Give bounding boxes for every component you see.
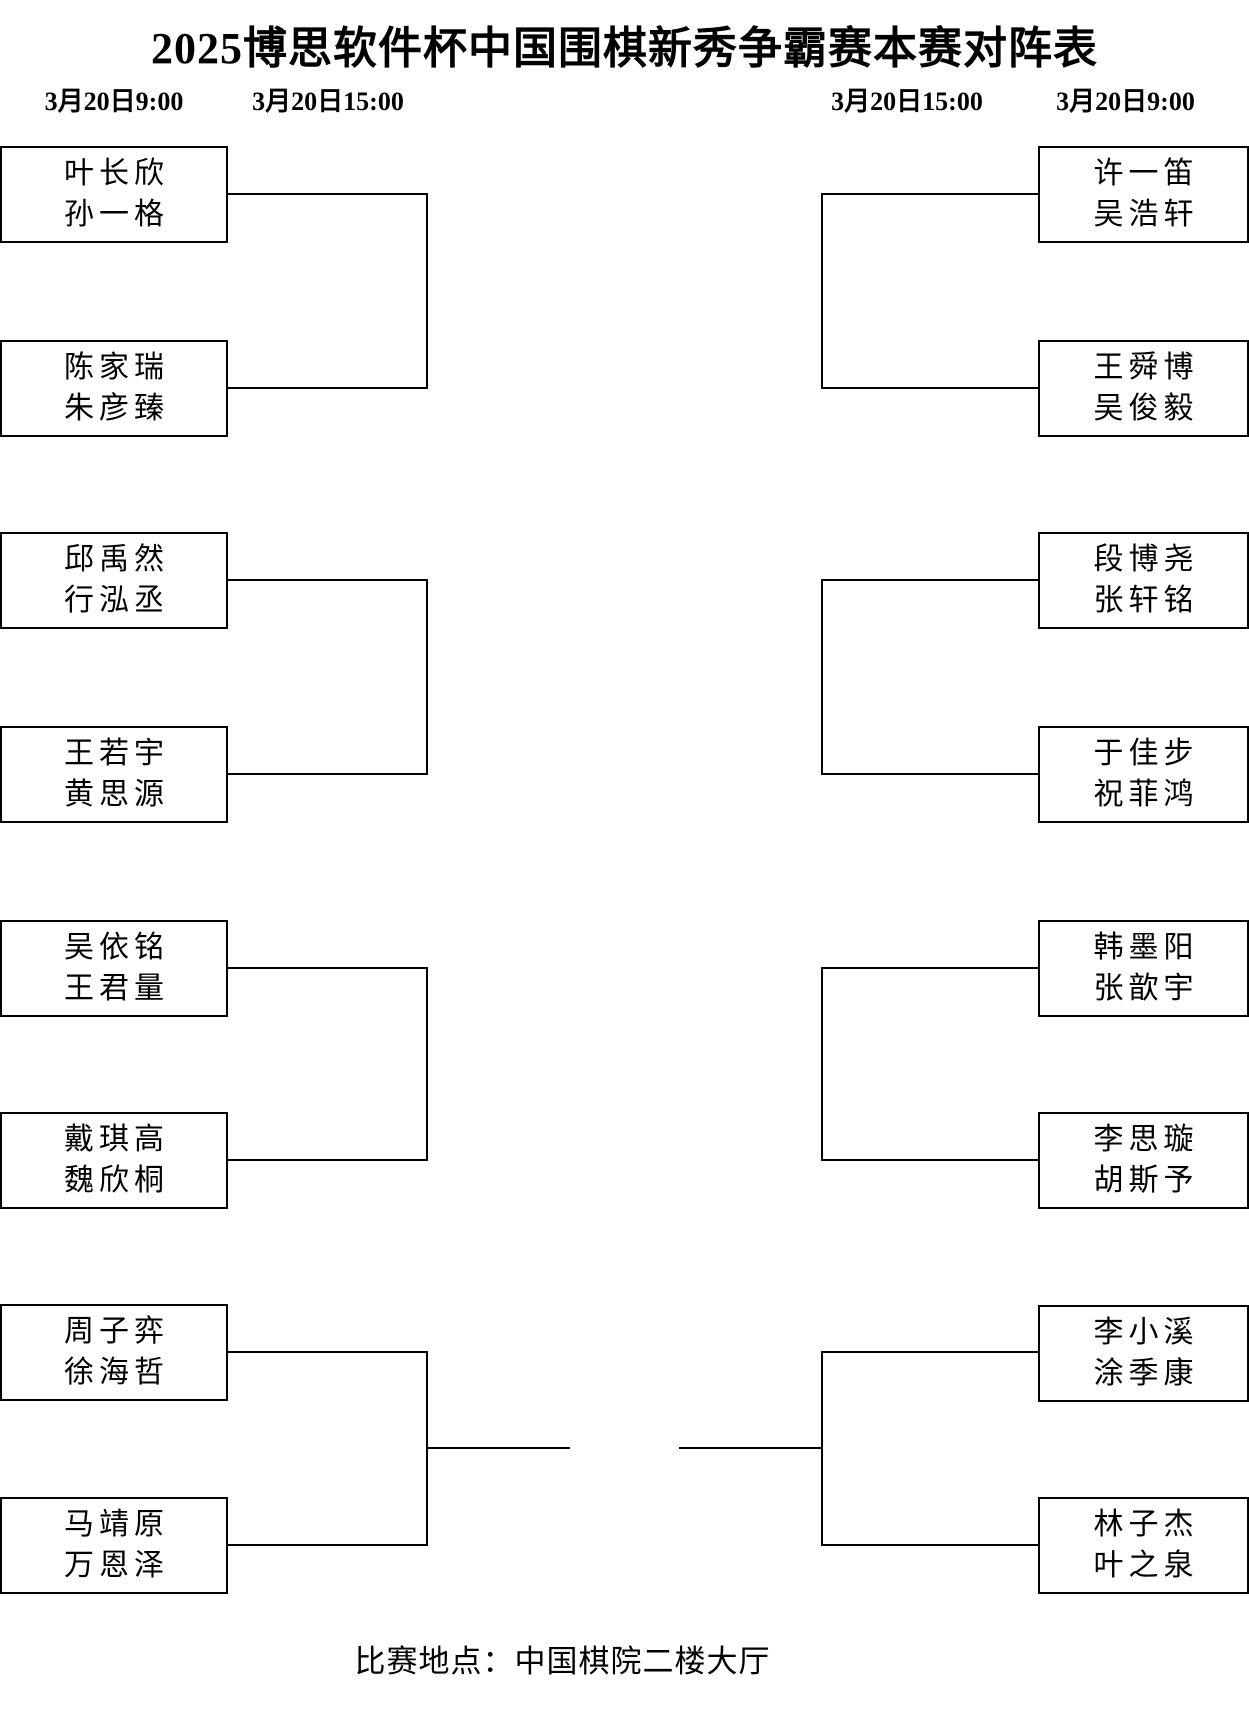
match-box-left-2: 陈家瑞 朱彦臻 bbox=[0, 340, 228, 437]
connector-left-1 bbox=[228, 193, 428, 195]
player-name: 张轩铭 bbox=[1093, 584, 1199, 617]
player-name: 徐海哲 bbox=[64, 1356, 169, 1389]
player-name: 李思璇 bbox=[1093, 1123, 1199, 1156]
round2-bracket-right-1 bbox=[821, 193, 823, 389]
player-name: 韩墨阳 bbox=[1093, 931, 1199, 964]
player-name: 林子杰 bbox=[1093, 1508, 1199, 1541]
advance-stub-left bbox=[426, 1447, 570, 1449]
player-name: 周子弈 bbox=[64, 1315, 169, 1348]
round2-time-left: 3月20日15:00 bbox=[252, 87, 404, 116]
connector-right-8 bbox=[821, 1544, 1038, 1546]
player-name: 涂季康 bbox=[1093, 1357, 1199, 1390]
connector-left-3 bbox=[228, 579, 428, 581]
player-name: 胡斯予 bbox=[1093, 1164, 1199, 1197]
match-box-right-1: 许一笛 吴浩轩 bbox=[1038, 146, 1249, 243]
round2-bracket-right-3 bbox=[821, 967, 823, 1161]
match-box-right-8: 林子杰 叶之泉 bbox=[1038, 1497, 1249, 1594]
connector-right-4 bbox=[821, 773, 1038, 775]
player-name: 万恩泽 bbox=[64, 1549, 169, 1582]
connector-right-7 bbox=[821, 1351, 1038, 1353]
player-name: 张歆宇 bbox=[1093, 972, 1199, 1005]
page-title: 2025博思软件杯中国围棋新秀争霸赛本赛对阵表 bbox=[151, 24, 1098, 73]
player-name: 叶长欣 bbox=[64, 157, 169, 190]
player-name: 朱彦臻 bbox=[64, 392, 169, 425]
player-name: 陈家瑞 bbox=[64, 351, 169, 384]
venue-text: 比赛地点：中国棋院二楼大厅 bbox=[354, 1644, 771, 1679]
connector-left-6 bbox=[228, 1159, 428, 1161]
connector-right-5 bbox=[821, 967, 1038, 969]
advance-stub-right bbox=[679, 1447, 823, 1449]
player-name: 马靖原 bbox=[64, 1508, 169, 1541]
round2-bracket-left-2 bbox=[426, 579, 428, 775]
match-box-right-3: 段博尧 张轩铭 bbox=[1038, 532, 1249, 629]
connector-left-4 bbox=[228, 773, 428, 775]
player-name: 吴俊毅 bbox=[1093, 392, 1199, 425]
player-name: 邱禹然 bbox=[64, 543, 169, 576]
connector-left-7 bbox=[228, 1351, 428, 1353]
match-box-right-7: 李小溪 涂季康 bbox=[1038, 1305, 1249, 1402]
player-name: 戴琪高 bbox=[64, 1123, 169, 1156]
match-box-right-5: 韩墨阳 张歆宇 bbox=[1038, 920, 1249, 1017]
match-box-right-2: 王舜博 吴俊毅 bbox=[1038, 340, 1249, 437]
player-name: 王若宇 bbox=[64, 737, 169, 770]
connector-right-3 bbox=[821, 579, 1038, 581]
round1-time-left: 3月20日9:00 bbox=[44, 87, 184, 116]
player-name: 吴浩轩 bbox=[1093, 198, 1199, 231]
player-name: 黄思源 bbox=[64, 778, 169, 811]
round2-bracket-right-2 bbox=[821, 579, 823, 775]
player-name: 魏欣桐 bbox=[64, 1164, 169, 1197]
connector-right-2 bbox=[821, 387, 1038, 389]
player-name: 行泓丞 bbox=[64, 584, 169, 617]
round1-time-right: 3月20日9:00 bbox=[1056, 87, 1195, 116]
player-name: 李小溪 bbox=[1093, 1316, 1199, 1349]
connector-left-8 bbox=[228, 1544, 428, 1546]
connector-left-5 bbox=[228, 967, 428, 969]
match-box-left-5: 吴依铭 王君量 bbox=[0, 920, 228, 1017]
match-box-left-3: 邱禹然 行泓丞 bbox=[0, 532, 228, 629]
player-name: 叶之泉 bbox=[1093, 1549, 1199, 1582]
match-box-left-8: 马靖原 万恩泽 bbox=[0, 1497, 228, 1594]
player-name: 孙一格 bbox=[64, 198, 169, 231]
match-box-right-6: 李思璇 胡斯予 bbox=[1038, 1112, 1249, 1209]
round2-bracket-left-3 bbox=[426, 967, 428, 1161]
match-box-right-4: 于佳步 祝菲鸿 bbox=[1038, 726, 1249, 823]
connector-right-1 bbox=[821, 193, 1038, 195]
round2-bracket-left-1 bbox=[426, 193, 428, 389]
round2-time-right: 3月20日15:00 bbox=[831, 87, 983, 116]
player-name: 王舜博 bbox=[1093, 351, 1199, 384]
match-box-left-6: 戴琪高 魏欣桐 bbox=[0, 1112, 228, 1209]
player-name: 王君量 bbox=[64, 972, 169, 1005]
player-name: 祝菲鸿 bbox=[1093, 778, 1199, 811]
player-name: 许一笛 bbox=[1093, 157, 1199, 190]
connector-left-2 bbox=[228, 387, 428, 389]
match-box-left-1: 叶长欣 孙一格 bbox=[0, 146, 228, 243]
player-name: 段博尧 bbox=[1093, 543, 1199, 576]
match-box-left-7: 周子弈 徐海哲 bbox=[0, 1304, 228, 1401]
player-name: 于佳步 bbox=[1093, 737, 1199, 770]
match-box-left-4: 王若宇 黄思源 bbox=[0, 726, 228, 823]
player-name: 吴依铭 bbox=[64, 931, 169, 964]
connector-right-6 bbox=[821, 1159, 1038, 1161]
